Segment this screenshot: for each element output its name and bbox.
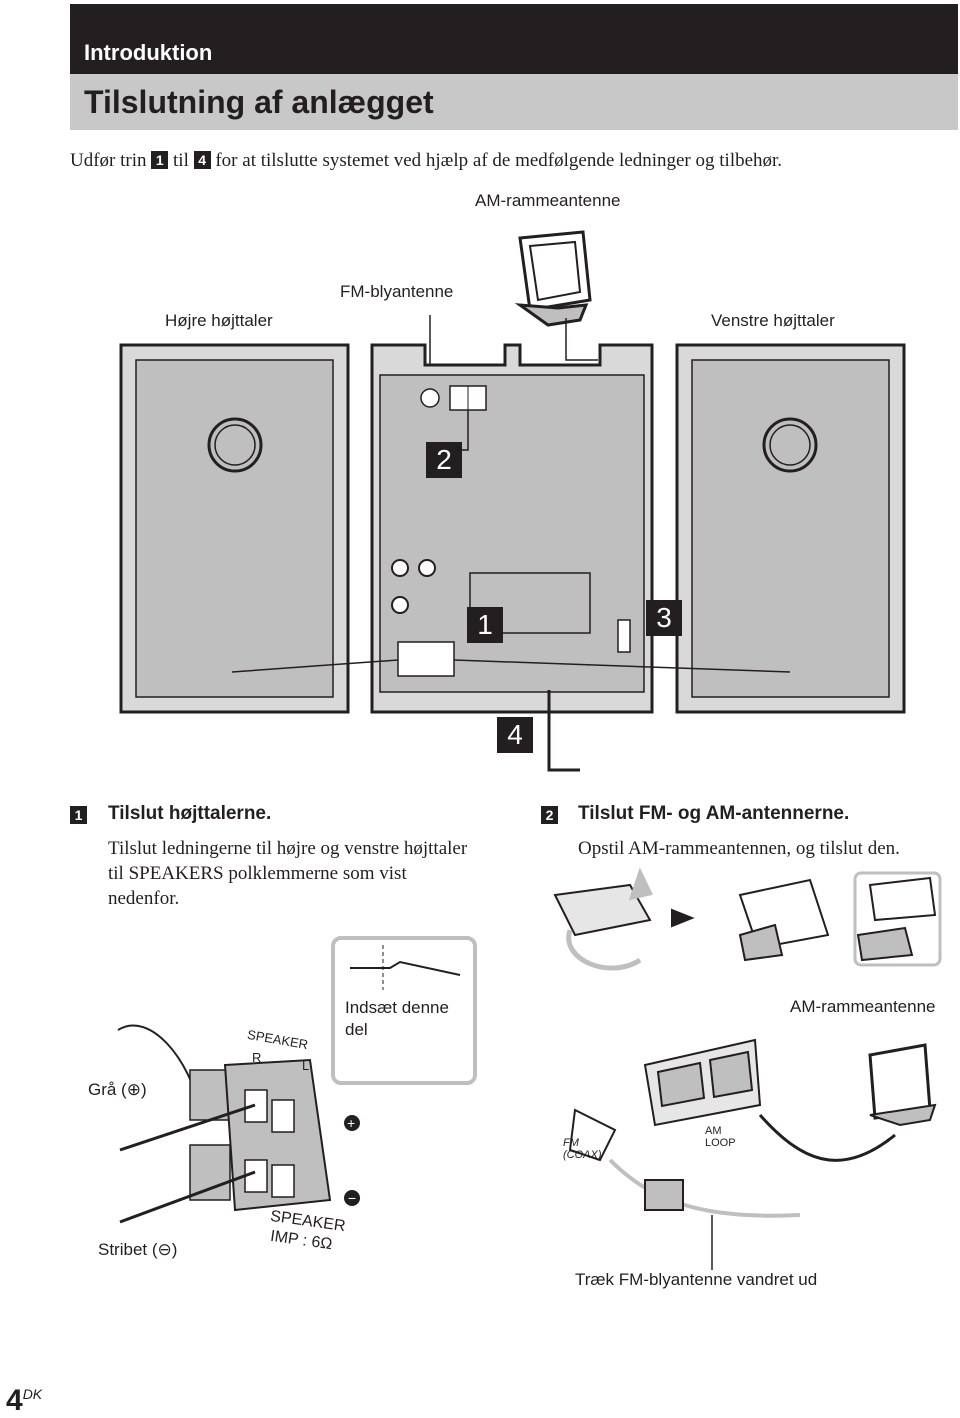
step1-body: Tilslut ledningerne til højre og venstre… xyxy=(108,838,468,909)
step1-heading: Tilslut højttalerne. xyxy=(108,803,272,824)
section-title: Introduktion xyxy=(84,40,213,65)
fm-antenna-label: FM-blyantenne xyxy=(340,282,454,301)
page-num: 4 xyxy=(6,1384,23,1417)
left-speaker-drawing xyxy=(675,343,906,714)
intro-suffix: for at tilslutte systemet ved hjælp af d… xyxy=(215,150,783,171)
step2-body: Opstil AM-rammeantennen, og tilslut den. xyxy=(578,838,900,859)
page-title: Tilslutning af anlægget xyxy=(84,84,434,120)
callout-3: 3 xyxy=(646,600,682,636)
svg-text:−: − xyxy=(348,1190,356,1206)
am-loop-label: AM LOOP xyxy=(705,1125,736,1149)
intro-text: Udfør trin 1 til 4 for at tilslutte syst… xyxy=(70,150,782,172)
step2-badge: 2 xyxy=(541,806,558,824)
step2-heading: Tilslut FM- og AM-antennerne. xyxy=(578,803,850,824)
gray-wire-label: Grå (⊕) xyxy=(88,1080,147,1099)
right-speaker-drawing xyxy=(119,343,350,714)
am-antenna-setup-steps xyxy=(553,867,942,971)
step1-badge: 1 xyxy=(70,806,87,824)
am-antenna-label-2: AM-rammeantenne xyxy=(790,997,936,1016)
insert-part-label: Indsæt denne del xyxy=(345,998,449,1039)
step-badge-a: 1 xyxy=(151,151,169,169)
step-badge-b: 4 xyxy=(193,151,211,169)
antenna-terminal-detail xyxy=(568,1038,937,1270)
right-speaker-label: Højre højttaler xyxy=(165,311,273,330)
section-header: Introduktion xyxy=(70,4,958,74)
title-bar: Tilslutning af anlægget xyxy=(70,74,958,130)
r-label: R xyxy=(252,1050,262,1065)
speaker-terminal-detail: + − xyxy=(117,936,477,1224)
l-label: L xyxy=(302,1058,310,1073)
intro-prefix: Udfør trin xyxy=(70,150,147,171)
am-antenna-label: AM-rammeantenne xyxy=(475,191,621,210)
page-number: 4DK xyxy=(6,1384,42,1418)
am-loop-antenna xyxy=(514,230,598,361)
left-speaker-label: Venstre højttaler xyxy=(711,311,835,330)
page-suffix: DK xyxy=(22,1386,43,1402)
pull-fm-label: Træk FM-blyantenne vandret ud xyxy=(575,1270,818,1289)
callout-4: 4 xyxy=(497,717,533,753)
svg-text:+: + xyxy=(347,1115,355,1131)
striped-wire-label: Stribet (⊖) xyxy=(98,1240,178,1259)
callout-2: 2 xyxy=(426,442,462,478)
fm-coax-label: FM (COAX) xyxy=(563,1137,602,1161)
callout-1: 1 xyxy=(467,607,503,643)
intro-middle: til xyxy=(173,150,189,171)
